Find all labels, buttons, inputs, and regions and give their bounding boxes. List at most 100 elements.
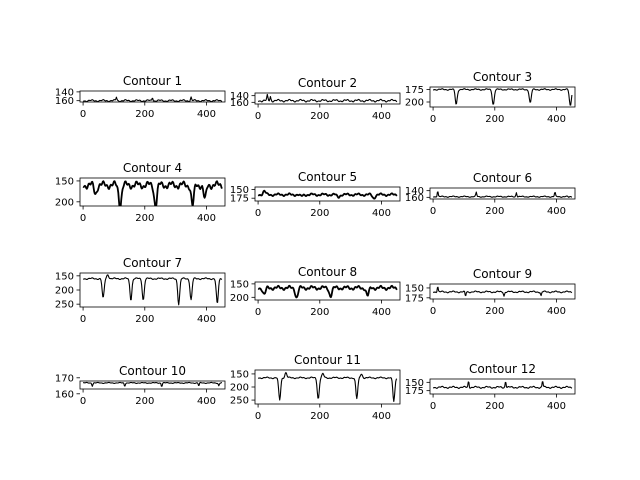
plot-frame	[429, 86, 576, 108]
subplot-11: Contour 11 0 200 400 150 200 250	[230, 353, 401, 422]
x-tick-label: 400	[197, 109, 216, 120]
y-tick-label: 160	[405, 193, 424, 204]
y-tick-label: 150	[230, 185, 249, 196]
y-tick-label: 200	[405, 98, 424, 109]
y-tick-label: 250	[230, 396, 249, 407]
x-tick-label: 0	[430, 114, 436, 125]
x-tick-label: 200	[135, 109, 154, 120]
y-tick-label: 150	[230, 369, 249, 380]
x-tick-label: 0	[80, 109, 86, 120]
subplot-10: Contour 10 0 200 400 160 170	[55, 364, 226, 407]
x-tick-label: 0	[255, 307, 261, 318]
y-tick-label: 200	[230, 383, 249, 394]
plot-frame	[79, 380, 226, 390]
subplot-title: Contour 11	[294, 353, 361, 367]
x-tick-label: 0	[80, 396, 86, 407]
series-line	[433, 88, 573, 106]
series-line	[433, 286, 573, 297]
x-tick-label: 400	[372, 411, 391, 422]
y-tick-label: 140	[405, 186, 424, 197]
y-tick-label: 200	[230, 293, 249, 304]
x-tick-label: 200	[485, 114, 504, 125]
y-tick-label: 175	[230, 194, 249, 205]
x-tick-label: 0	[430, 306, 436, 317]
x-tick-label: 400	[547, 401, 566, 412]
x-tick-label: 200	[485, 206, 504, 217]
y-tick-label: 150	[55, 271, 74, 282]
y-tick-label: 200	[55, 286, 74, 297]
y-tick-label: 160	[230, 98, 249, 109]
x-tick-label: 200	[310, 111, 329, 122]
series-line	[258, 371, 398, 402]
x-tick-label: 200	[135, 396, 154, 407]
plot-frame	[254, 92, 401, 105]
x-tick-label: 400	[372, 111, 391, 122]
x-tick-label: 400	[197, 314, 216, 325]
plot-frame	[429, 378, 576, 395]
plot-frame	[429, 283, 576, 300]
x-tick-label: 0	[80, 314, 86, 325]
x-tick-label: 0	[430, 401, 436, 412]
y-tick-label: 150	[55, 176, 74, 187]
series-line	[433, 381, 573, 389]
series-line	[83, 96, 223, 102]
series-line	[257, 93, 398, 103]
subplot-title: Contour 2	[298, 76, 357, 90]
x-tick-label: 400	[372, 307, 391, 318]
y-tick-label: 170	[55, 373, 74, 384]
x-tick-label: 200	[135, 314, 154, 325]
x-tick-label: 0	[255, 411, 261, 422]
x-tick-label: 400	[197, 396, 216, 407]
y-tick-label: 150	[405, 283, 424, 294]
series-line	[257, 284, 398, 299]
subplot-title: Contour 10	[119, 364, 186, 378]
series-line	[257, 189, 398, 200]
y-tick-label: 160	[55, 389, 74, 400]
subplot-title: Contour 5	[298, 170, 357, 184]
x-tick-label: 0	[80, 213, 86, 224]
y-tick-label: 150	[405, 378, 424, 389]
y-tick-label: 140	[230, 91, 249, 102]
y-tick-label: 150	[230, 279, 249, 290]
series-line	[82, 180, 223, 206]
plot-frame	[429, 187, 576, 200]
x-tick-label: 400	[372, 208, 391, 219]
subplot-4: Contour 4 0 200 400 150 200	[55, 161, 226, 224]
y-tick-label: 175	[405, 293, 424, 304]
y-tick-label: 175	[405, 85, 424, 96]
plot-frame	[254, 369, 401, 405]
y-tick-label: 200	[55, 197, 74, 208]
plot-frame	[254, 281, 401, 301]
plot-frame	[79, 177, 226, 207]
y-tick-label: 160	[55, 96, 74, 107]
x-tick-label: 400	[547, 114, 566, 125]
subplot-title: Contour 4	[123, 161, 182, 175]
subplot-title: Contour 12	[469, 362, 536, 376]
y-tick-label: 250	[55, 300, 74, 311]
x-tick-label: 400	[547, 306, 566, 317]
x-tick-label: 200	[310, 411, 329, 422]
y-tick-label: 175	[405, 386, 424, 397]
series-line	[433, 191, 573, 198]
x-tick-label: 200	[485, 401, 504, 412]
x-tick-label: 200	[310, 208, 329, 219]
subplot-title: Contour 1	[123, 74, 182, 88]
x-tick-label: 0	[255, 208, 261, 219]
x-tick-label: 200	[485, 306, 504, 317]
x-tick-label: 400	[547, 206, 566, 217]
x-tick-label: 0	[430, 206, 436, 217]
x-tick-label: 0	[255, 111, 261, 122]
x-tick-label: 400	[197, 213, 216, 224]
x-tick-label: 200	[310, 307, 329, 318]
x-tick-label: 200	[135, 213, 154, 224]
